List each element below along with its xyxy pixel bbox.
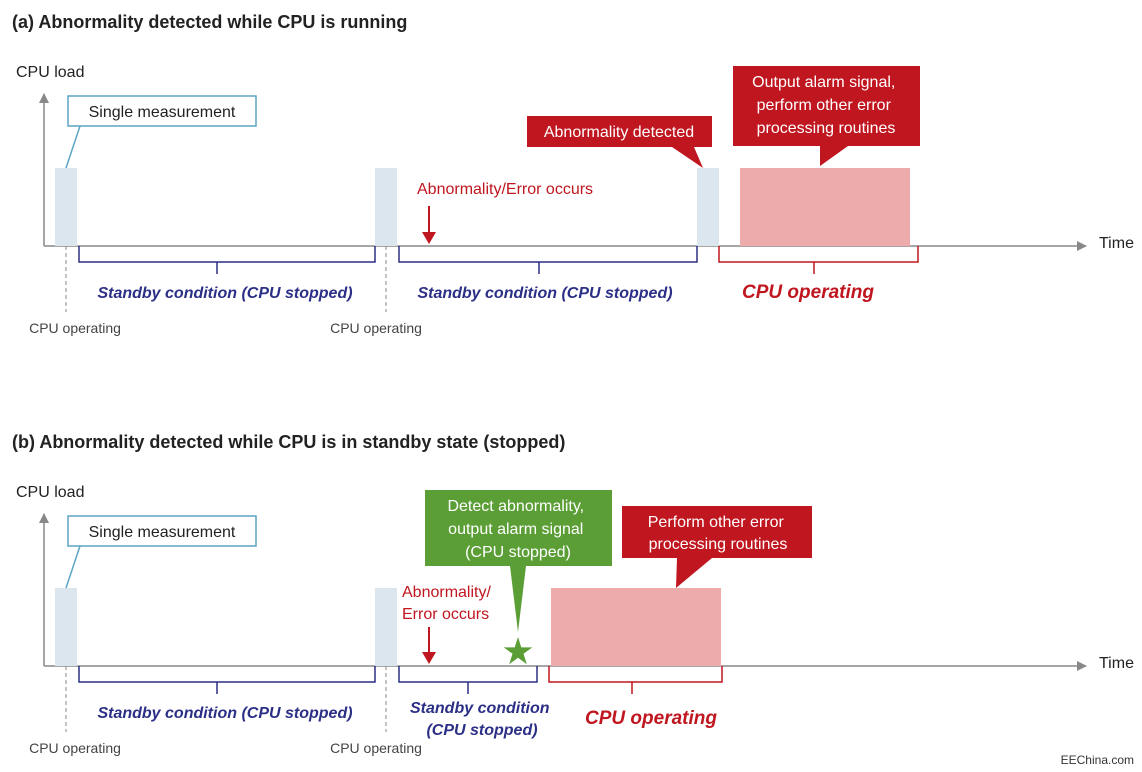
panel-b-callout-perform-pointer [676,558,712,588]
panel-b-callout-single-pointer [65,545,81,589]
panel-b-operating-bracket [548,666,723,694]
panel-a-callout-detected-text: Abnormality detected [544,124,694,141]
panel-b-callout-detect-text: Detect abnormality, output alarm signal … [447,498,588,561]
panel-b-cpu-operating-small-1: CPU operating [29,740,121,756]
watermark: EEChina.com [1061,753,1134,767]
panel-a-error-arrow-head [422,232,436,244]
panel-a-error-label: Abnormality/Error occurs [417,181,593,198]
panel-b-measure-bar-1 [55,588,77,666]
panel-b-callout-perform-text: Perform other error processing routines [648,514,789,553]
panel-a-callout-single [67,95,257,127]
panel-b-standby-label-2: Standby condition (CPU stopped) [410,700,554,739]
panel-a-callout-detected-pointer [672,147,703,168]
panel-b-star-icon [503,637,533,665]
panel-a-callout-output-text: Output alarm signal, perform other error… [752,74,900,137]
panel-b-callout-detect [425,490,612,566]
panel-a-standby-label-1: Standby condition (CPU stopped) [97,285,352,302]
panel-a-callout-output-pointer [820,146,848,166]
panel-a-cpu-operating-label: CPU operating [742,282,874,303]
panel-b-cpu-operating-small-2: CPU operating [330,740,422,756]
panel-a-measure-bar-2 [375,168,397,246]
panel-a-measure-bar-1 [55,168,77,246]
panel-a-callout-output [733,66,920,146]
panel-b-error-label: Abnormality/ Error occurs [402,584,495,623]
panel-b-callout-single-text: Single measurement [89,524,236,541]
panel-a-callout-single-pointer [65,125,81,169]
panel-b-error-arrow-head [422,652,436,664]
panel-a-standby-bracket-2 [398,246,698,274]
panel-a-x-axis-label: Time [1099,235,1134,252]
panel-b-standby-bracket-2 [398,666,538,694]
panel-b-standby-bracket-1 [78,666,376,694]
panel-a-cpu-operating-block [740,168,910,246]
panel-a-callout-detected [527,116,712,147]
panel-b-cpu-operating-label: CPU operating [585,708,717,729]
panel-b-y-axis-label: CPU load [16,484,84,501]
panel-b-x-axis-label: Time [1099,655,1134,672]
panel-b-callout-perform [622,506,812,558]
panel-b-cpu-operating-block [551,588,721,666]
panel-a-callout-single-text: Single measurement [89,104,236,121]
panel-b-callout-detect-pointer [510,566,526,632]
panel-a-y-axis-label: CPU load [16,64,84,81]
panel-b-measure-bar-2 [375,588,397,666]
panel-b-callout-single [67,515,257,547]
panel-a-title: (a) Abnormality detected while CPU is ru… [12,12,407,32]
panel-a-operating-bracket [718,246,919,274]
panel-a-cpu-operating-small-1: CPU operating [29,320,121,336]
panel-b-standby-label-1: Standby condition (CPU stopped) [97,705,352,722]
panel-a-standby-bracket-1 [78,246,376,274]
panel-b-title: (b) Abnormality detected while CPU is in… [12,432,565,452]
panel-b: (b) Abnormality detected while CPU is in… [12,432,1134,756]
panel-a-cpu-operating-small-2: CPU operating [330,320,422,336]
panel-a: (a) Abnormality detected while CPU is ru… [12,12,1134,336]
panel-a-standby-label-2: Standby condition (CPU stopped) [417,285,672,302]
panel-a-measure-bar-3 [697,168,719,246]
